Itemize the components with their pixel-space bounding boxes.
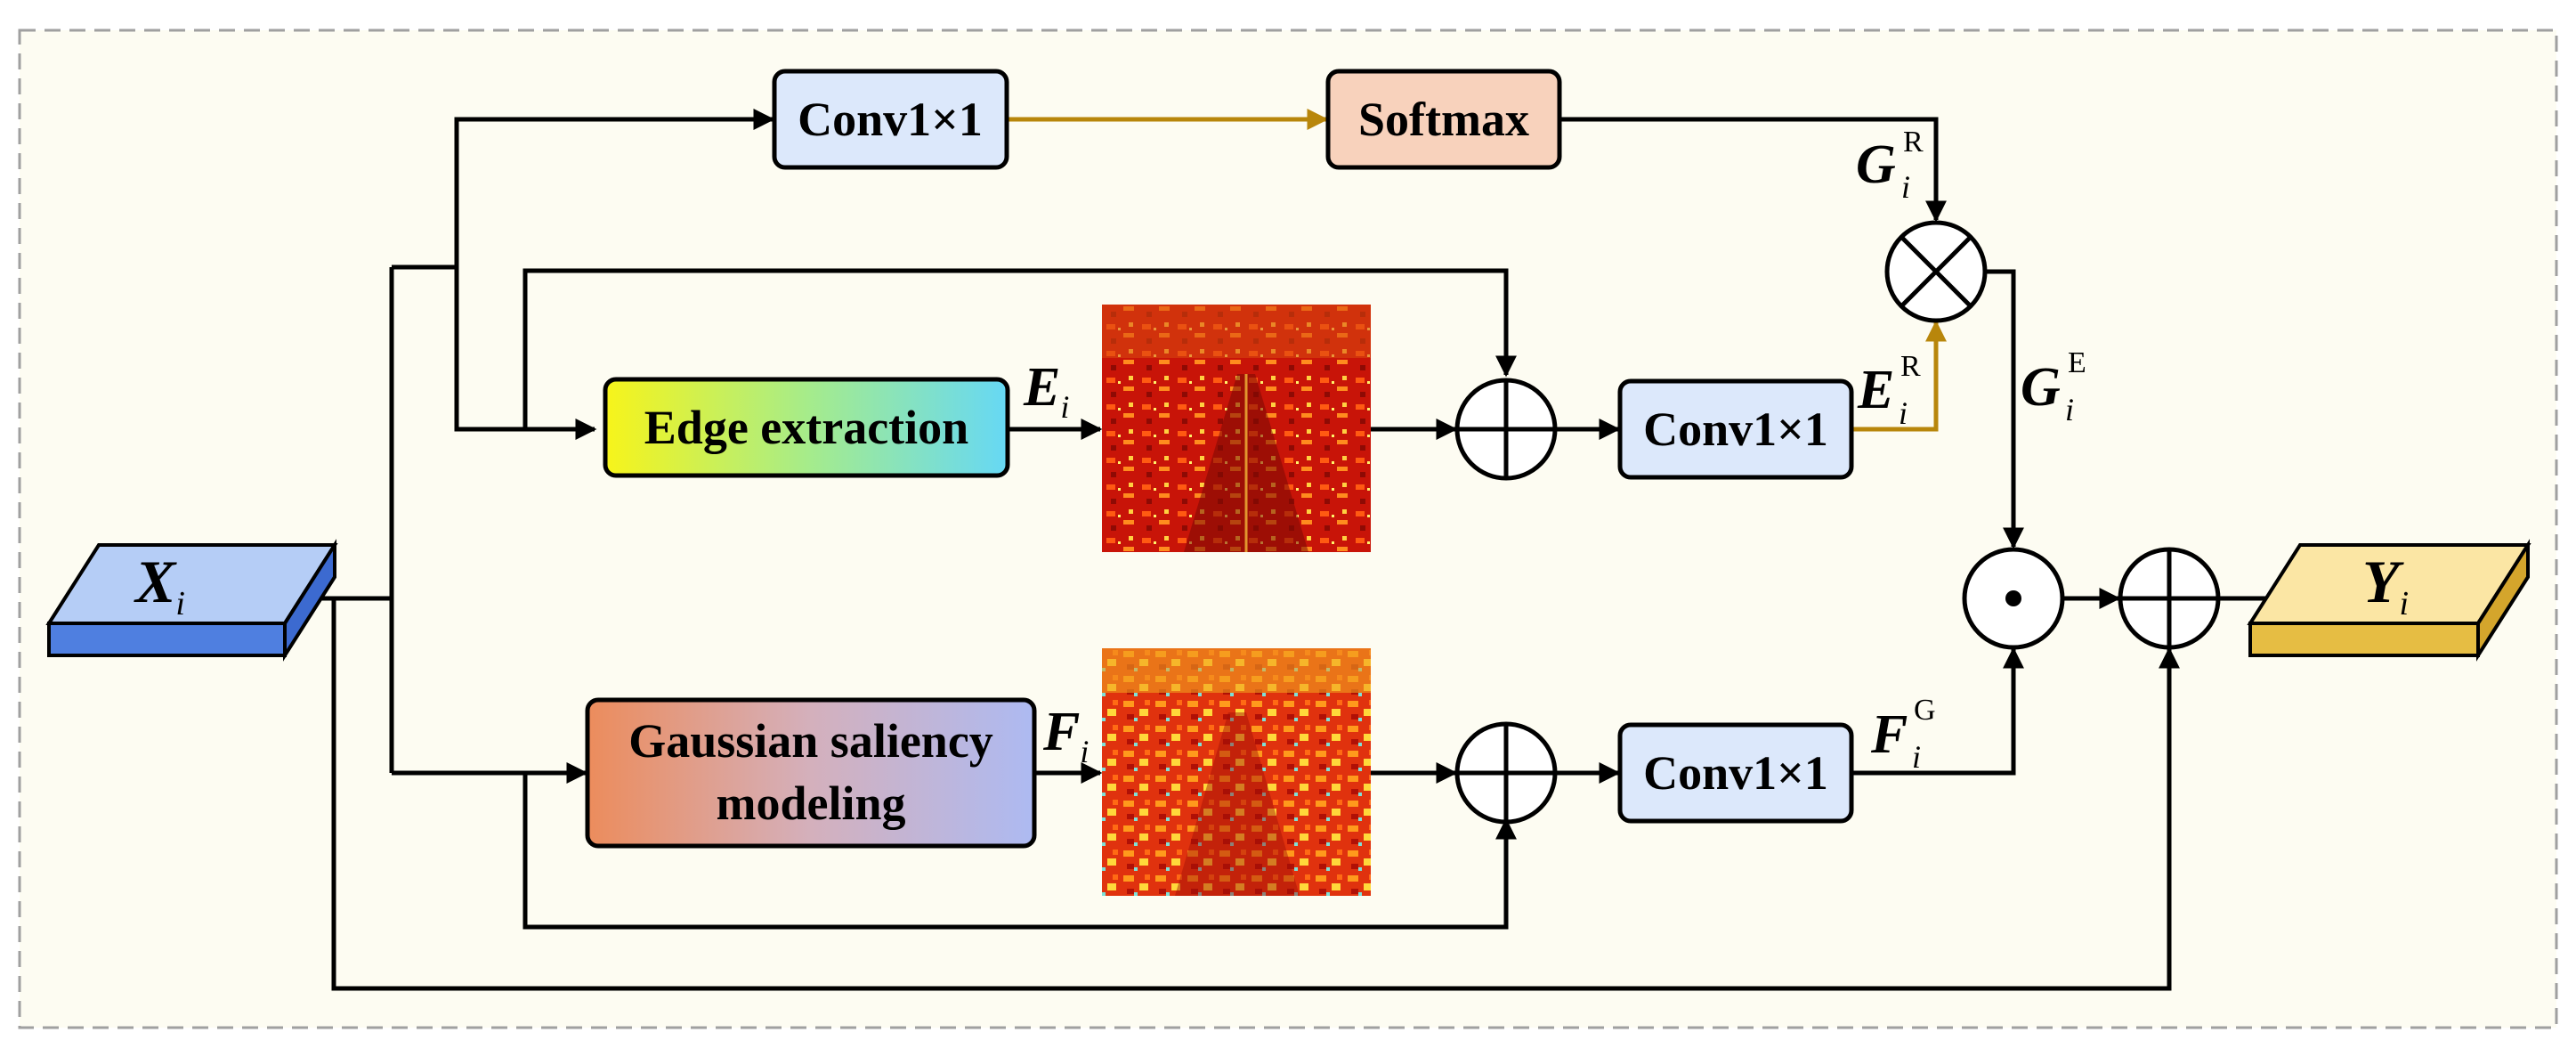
hadamard-operator: [1962, 547, 2065, 650]
input-block: Xi: [45, 539, 338, 662]
add-operator-gauss: [1454, 721, 1558, 825]
conv-bot-block: Conv1×1: [1617, 722, 1854, 824]
edge-extraction-block: Edge extraction: [603, 377, 1010, 478]
svg-text:i: i: [1912, 739, 1921, 775]
svg-text:G: G: [2021, 357, 2061, 418]
softmax-label: Softmax: [1358, 93, 1529, 146]
edge-feature-label: Ei: [1023, 357, 1069, 425]
f-g-label: F G i: [1870, 694, 1936, 775]
output-symbol: Y: [2362, 548, 2404, 615]
multiply-operator: [1884, 220, 1988, 323]
g-r-label: G R i: [1856, 126, 1924, 205]
input-symbol: X: [134, 548, 177, 615]
svg-text:E: E: [2068, 346, 2086, 379]
conv-top-block: Conv1×1: [772, 69, 1009, 170]
svg-text:F: F: [1870, 704, 1908, 765]
svg-text:G: G: [1914, 694, 1936, 727]
svg-text:i: i: [1901, 169, 1910, 205]
add-operator-edge: [1454, 378, 1558, 481]
output-block: Yi: [2247, 539, 2531, 662]
svg-text:E: E: [1857, 360, 1894, 420]
gaussian-label-line2: modeling: [716, 776, 905, 830]
conv-mid-block: Conv1×1: [1617, 378, 1854, 480]
edge-heatmap-image: [1102, 305, 1371, 552]
conv-bot-label: Conv1×1: [1643, 746, 1828, 800]
softmax-block: Softmax: [1325, 69, 1562, 170]
g-e-label: G E i: [2021, 346, 2086, 427]
gaussian-label-line1: Gaussian saliency: [628, 714, 993, 768]
e-r-label: E R i: [1857, 350, 1921, 431]
svg-text:R: R: [1900, 350, 1921, 383]
gaussian-saliency-block: Gaussian saliency modeling: [585, 697, 1037, 849]
conv-top-label: Conv1×1: [798, 93, 983, 146]
svg-text:Xi: Xi: [134, 548, 185, 622]
svg-text:G: G: [1856, 134, 1896, 195]
svg-text:Yi: Yi: [2362, 548, 2409, 622]
edge-extraction-label: Edge extraction: [644, 401, 968, 454]
svg-text:i: i: [1899, 395, 1908, 431]
add-operator-output: [2118, 547, 2221, 650]
output-subscript: i: [2399, 585, 2409, 622]
input-subscript: i: [175, 585, 185, 622]
svg-text:i: i: [2065, 392, 2074, 427]
connections: [287, 109, 2297, 991]
gauss-feature-label: Fi: [1042, 702, 1089, 769]
svg-text:R: R: [1903, 126, 1924, 159]
conv-mid-label: Conv1×1: [1643, 402, 1828, 456]
saliency-heatmap-image: [1102, 648, 1371, 896]
